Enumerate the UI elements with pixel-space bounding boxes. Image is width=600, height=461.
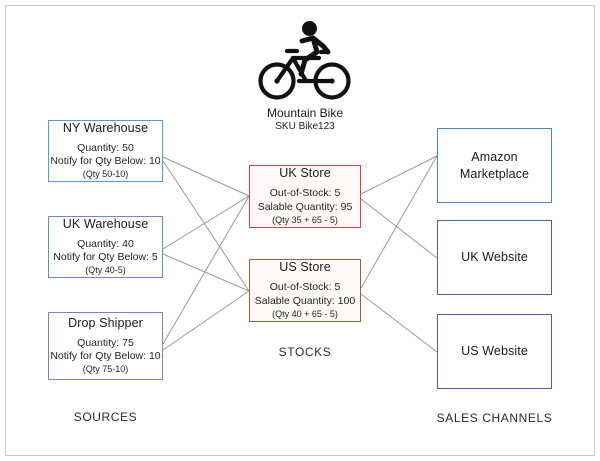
channel-node-uk-website[interactable]: UK Website — [437, 220, 552, 295]
source-title: NY Warehouse — [62, 120, 149, 135]
stock-salable-quantity: Salable Quantity: 95 — [257, 200, 353, 213]
source-title: Drop Shipper — [68, 315, 143, 330]
stock-salable-quantity: Salable Quantity: 100 — [254, 294, 356, 307]
source-quantity: Quantity: 75 — [77, 336, 134, 349]
source-notify-threshold: Notify for Qty Below: 10 — [50, 155, 161, 168]
source-quantity: Quantity: 40 — [77, 237, 134, 250]
group-label-stocks: STOCKS — [278, 345, 332, 359]
source-formula: (Qty 50-10) — [82, 169, 129, 180]
channel-node-amazon-marketplace[interactable]: Amazon Marketplace — [437, 128, 552, 203]
channel-title: US Website — [461, 343, 528, 358]
source-quantity: Quantity: 50 — [77, 141, 134, 154]
group-label-sales-channels: SALES CHANNELS — [436, 411, 553, 425]
stock-formula: (Qty 40 + 65 - 5) — [272, 308, 338, 319]
channel-node-us-website[interactable]: US Website — [437, 314, 552, 389]
source-node-uk-warehouse[interactable]: UK Warehouse Quantity: 40 Notify for Qty… — [48, 216, 163, 278]
source-formula: (Qty 40-5) — [85, 265, 126, 276]
source-formula: (Qty 75-10) — [82, 364, 129, 375]
stock-formula: (Qty 35 + 65 - 5) — [272, 214, 338, 225]
product-name: Mountain Bike — [266, 106, 344, 120]
stock-node-us-store[interactable]: US Store Out-of-Stock: 5 Salable Quantit… — [249, 259, 361, 322]
stock-out-of-stock: Out-of-Stock: 5 — [269, 281, 341, 294]
source-node-drop-shipper[interactable]: Drop Shipper Quantity: 75 Notify for Qty… — [48, 312, 163, 380]
source-node-ny-warehouse[interactable]: NY Warehouse Quantity: 50 Notify for Qty… — [48, 120, 163, 182]
product-block: Mountain Bike SKU Bike123 — [240, 18, 370, 132]
stock-title: US Store — [279, 260, 331, 275]
channel-title: UK Website — [461, 249, 528, 264]
source-title: UK Warehouse — [62, 216, 149, 231]
stock-node-uk-store[interactable]: UK Store Out-of-Stock: 5 Salable Quantit… — [249, 165, 361, 228]
stock-out-of-stock: Out-of-Stock: 5 — [269, 187, 341, 200]
product-sku: SKU Bike123 — [275, 121, 335, 132]
stock-title: UK Store — [279, 166, 331, 181]
source-notify-threshold: Notify for Qty Below: 10 — [50, 350, 161, 363]
bicycle-rider-icon — [258, 21, 351, 100]
source-notify-threshold: Notify for Qty Below: 5 — [53, 251, 158, 264]
group-label-sources: SOURCES — [73, 410, 138, 424]
channel-title: Amazon Marketplace — [459, 149, 530, 181]
